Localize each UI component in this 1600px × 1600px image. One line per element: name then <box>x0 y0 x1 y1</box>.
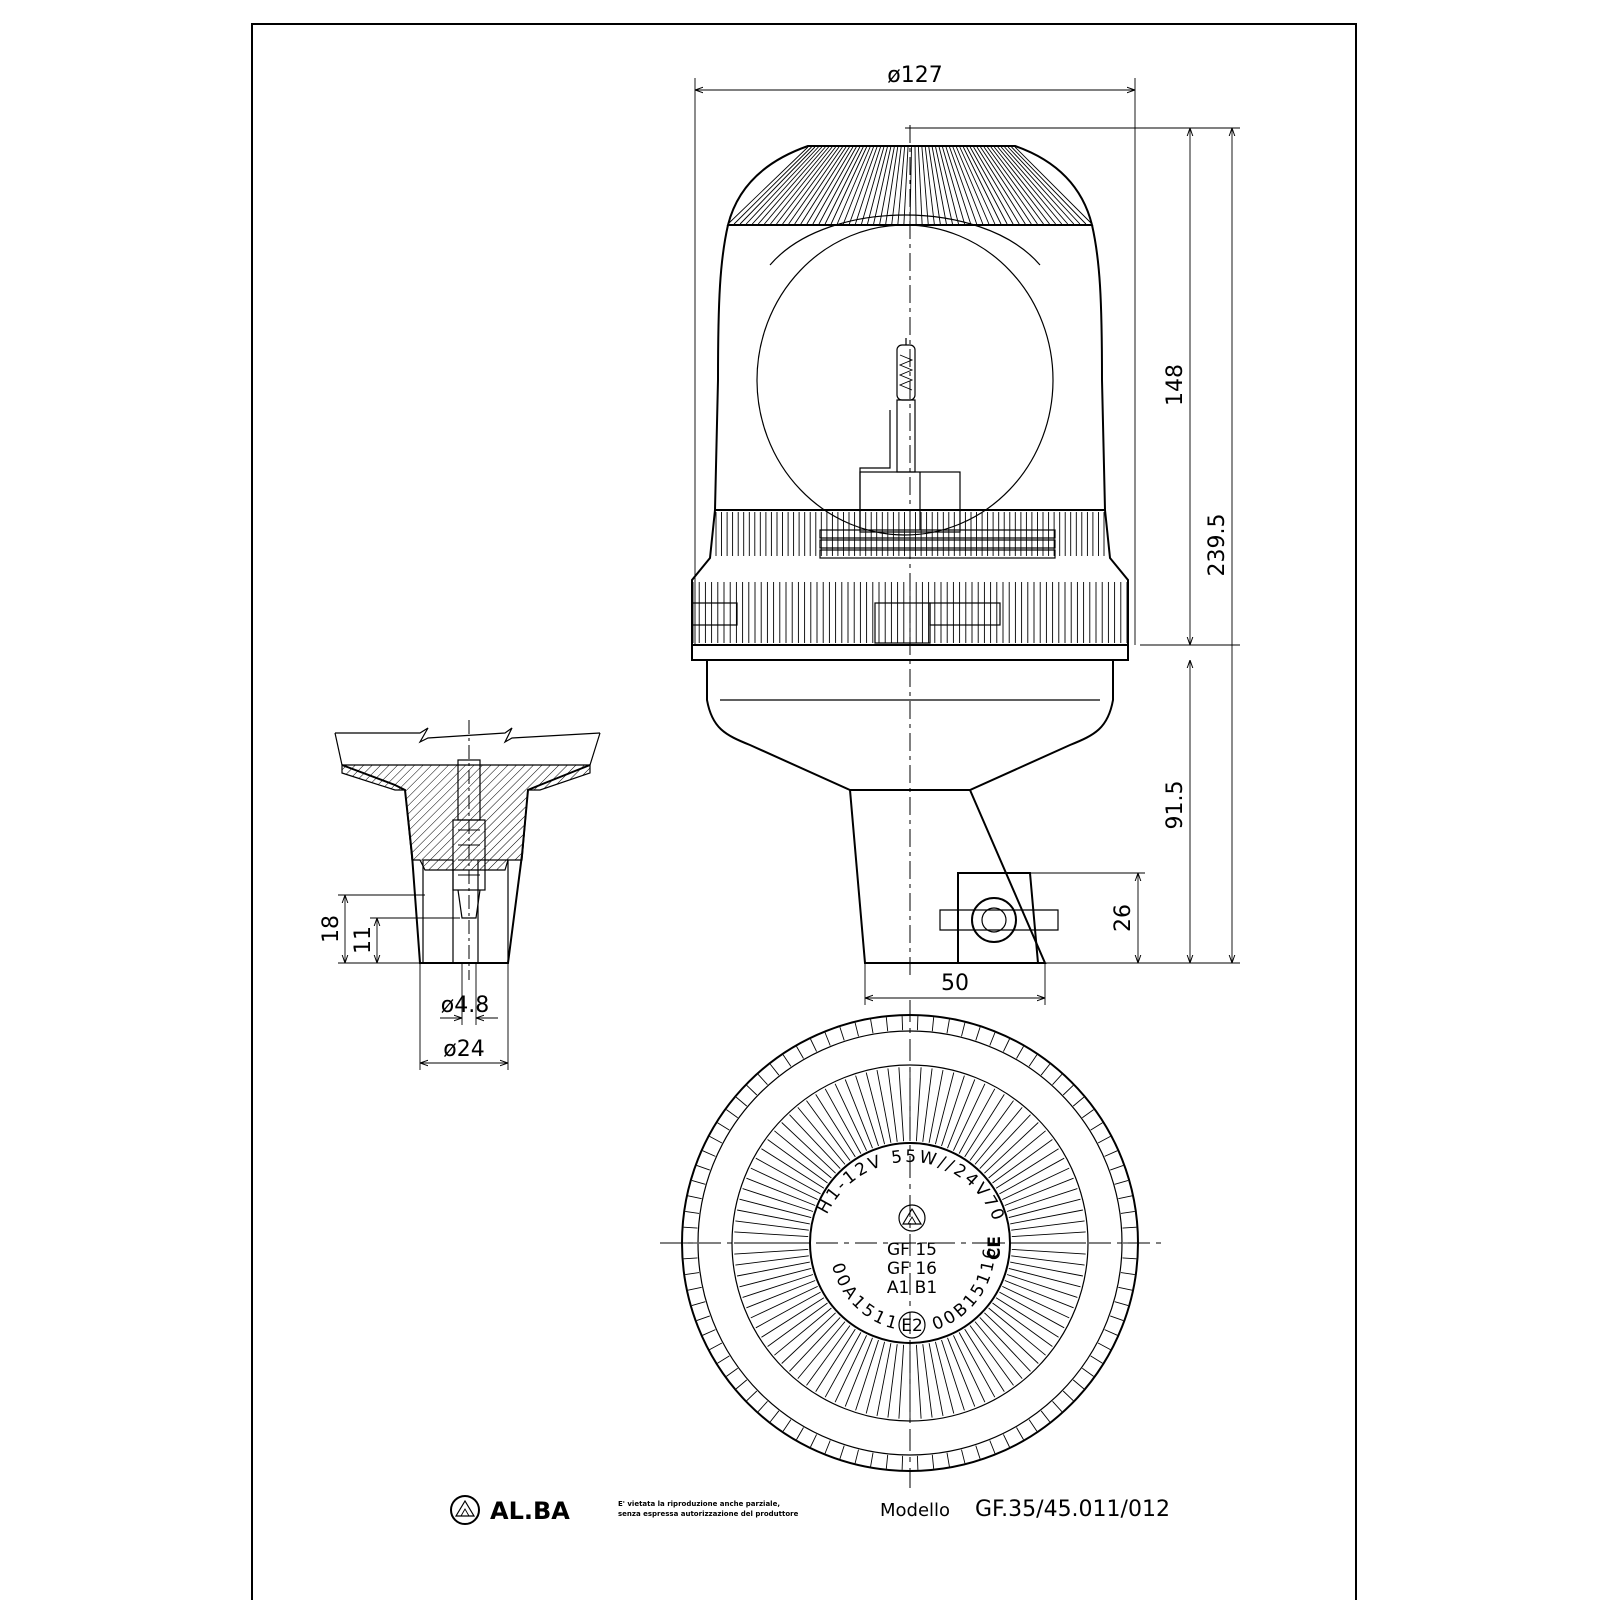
approval-code-3: A1 B1 <box>887 1278 937 1298</box>
alba-mark-icon <box>898 1204 926 1232</box>
dim-height-239-5: 239.5 <box>1205 514 1230 577</box>
dome-ribs <box>727 146 1093 225</box>
bulb-rating-text: H1-12V 55W//24V70W <box>0 0 1009 1226</box>
dim-socket-11: 11 <box>351 926 376 954</box>
ring-ribs <box>692 512 1128 643</box>
mounting-stem <box>849 789 1047 964</box>
serial-left: 00A151160 <box>0 0 902 1335</box>
notice-line-2: senza espressa autorizzazione del produt… <box>618 1510 799 1518</box>
alba-logo-icon <box>450 1495 480 1525</box>
rim-notches <box>683 1016 1137 1470</box>
model-label: Modello <box>880 1500 950 1521</box>
top-ribs <box>734 1067 1086 1419</box>
outer-rim <box>681 1014 1139 1472</box>
beacon-dome <box>726 145 1094 226</box>
dim-height-26: 26 <box>1111 904 1136 932</box>
dim-socket-d4-8: ø4.8 <box>441 993 489 1018</box>
beacon-side-view: ø127 148 239.5 91.5 26 50 <box>691 63 1240 1005</box>
dim-width-50: 50 <box>941 971 969 996</box>
inner-dome <box>809 1142 1011 1344</box>
dim-diameter-127: ø127 <box>887 63 942 88</box>
model-value: GF.35/45.011/012 <box>975 1497 1170 1522</box>
clamp-bolt <box>971 897 1017 943</box>
dim-height-91-5: 91.5 <box>1163 781 1188 830</box>
brand-name: AL.BA <box>490 1497 570 1525</box>
drawing-border <box>251 23 1357 1600</box>
beacon-top-view: H1-12V 55W//24V70W 00A151160 00B151161 G… <box>0 0 1165 1488</box>
dim-height-148: 148 <box>1163 364 1188 406</box>
dim-socket-d24: ø24 <box>443 1037 484 1062</box>
mounting-clamp <box>957 872 1040 964</box>
ce-mark: CE <box>985 1236 1005 1260</box>
approval-code-2: GF 16 <box>887 1259 937 1279</box>
approval-code-1: GF 15 <box>887 1240 937 1260</box>
socket-wall-hatch <box>341 764 591 871</box>
socket-section-view: 18 11 ø4.8 ø24 <box>319 720 601 1070</box>
notice-line-1: E' vietata la riproduzione anche parzial… <box>618 1500 780 1508</box>
e-mark: E2 <box>901 1316 923 1336</box>
e-mark-circle <box>898 1311 926 1339</box>
title-block: AL.BA E' vietata la riproduzione anche p… <box>450 1495 1170 1525</box>
dim-socket-18: 18 <box>319 915 344 943</box>
reflector <box>756 224 1054 536</box>
